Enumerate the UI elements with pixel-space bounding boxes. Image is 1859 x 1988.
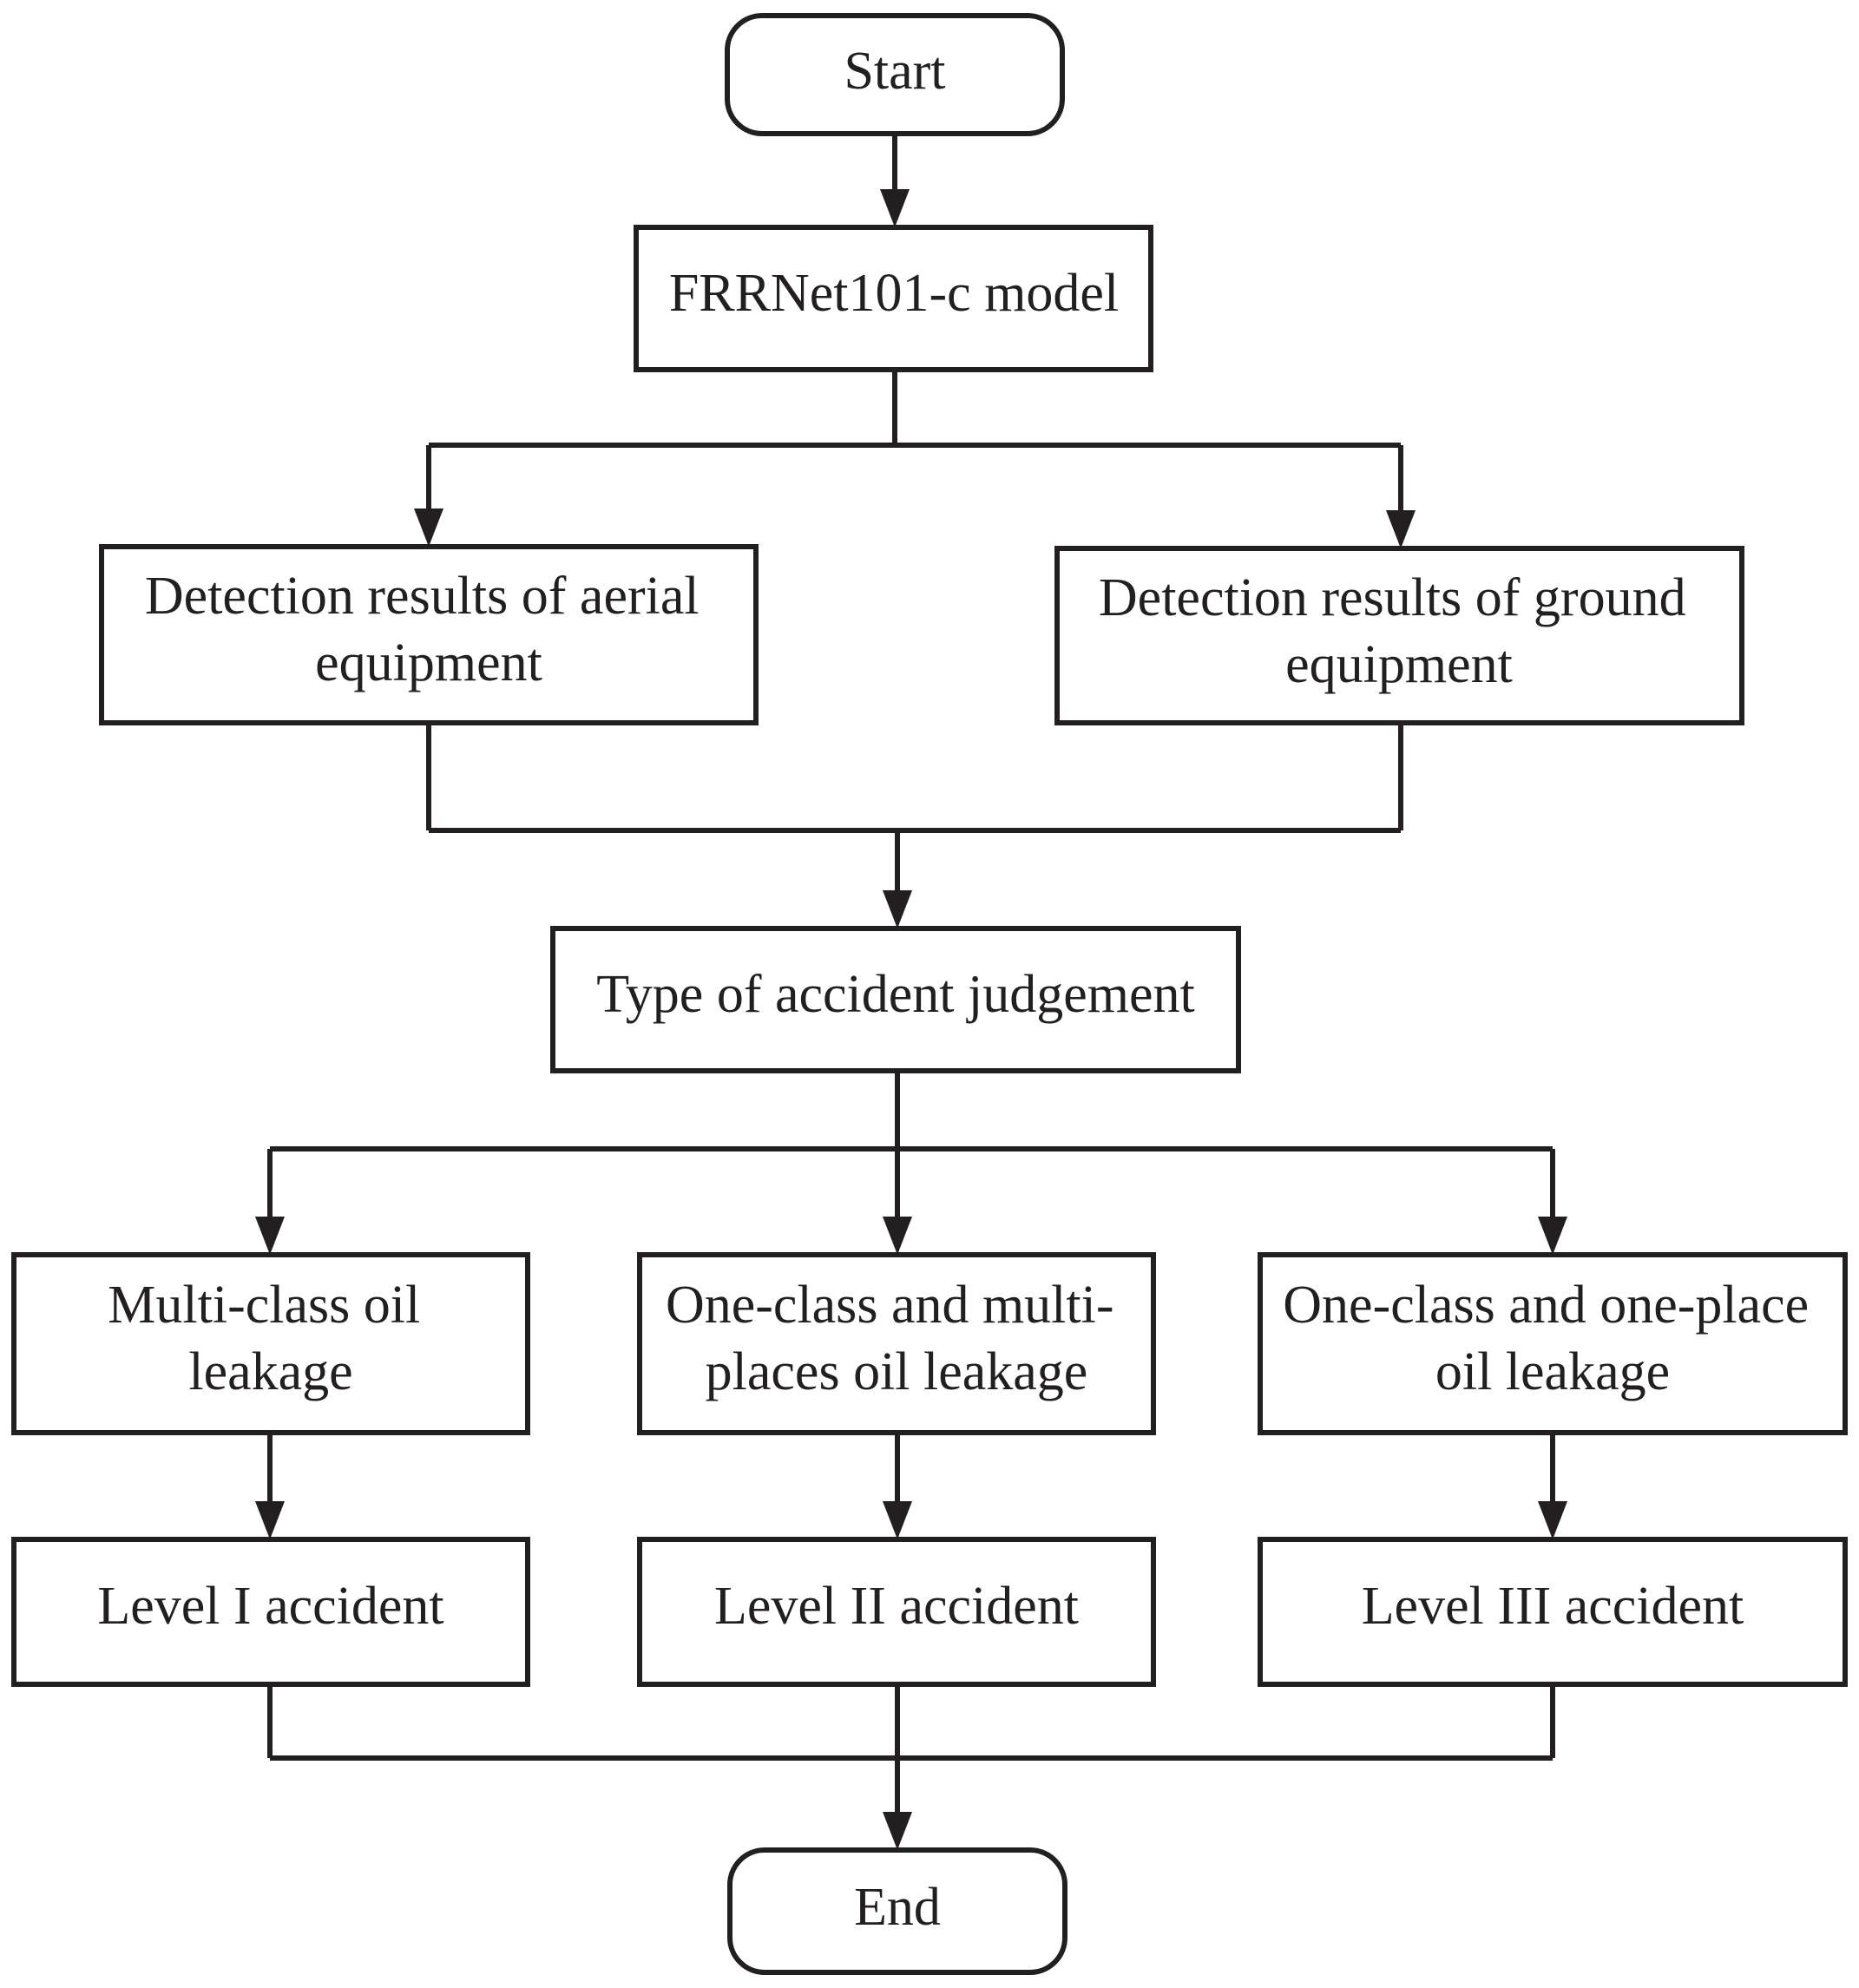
arrowhead-level2: [883, 1501, 912, 1539]
svg-text:Level I accident: Level I accident: [97, 1577, 443, 1636]
svg-text:One-class and multi- pla: One-class and multi- places oil leakage: [666, 1276, 1127, 1401]
arrowhead-level3: [1538, 1501, 1567, 1539]
aerial-detection-line-1: Detection results of aerial: [145, 567, 700, 626]
ground-detection-node: Detection results of ground equipment: [1054, 546, 1744, 725]
one-class-one-place-line-2: oil leakage: [1435, 1342, 1670, 1401]
edge-detections-merge: [426, 723, 1403, 899]
ground-detection-line-1: Detection results of ground: [1099, 568, 1686, 627]
judgement-node: Type of accident judgement: [550, 926, 1241, 1073]
svg-text:End: End: [854, 1878, 941, 1937]
edge-model-split: [426, 370, 1403, 519]
aerial-detection-line-2: equipment: [315, 633, 542, 692]
judgement-node-label: Type of accident judgement: [596, 965, 1194, 1024]
start-node-label: Start: [844, 42, 945, 101]
one-class-one-place-line-1: One-class and one-place: [1283, 1276, 1809, 1335]
ground-detection-line-2: equipment: [1285, 635, 1513, 694]
svg-text:FRRNet101-c model: FRRNet101-c model: [669, 264, 1119, 323]
one-class-multi-places-line-2: places oil leakage: [706, 1342, 1088, 1401]
edge-levels-merge: [267, 1684, 1555, 1821]
arrowhead-one-class-one: [1538, 1217, 1567, 1255]
level-3-label: Level III accident: [1362, 1577, 1744, 1636]
multi-class-leakage-line-1: Multi-class oil: [108, 1276, 420, 1335]
aerial-detection-node: Detection results of aerial equipment: [99, 544, 759, 725]
model-node: FRRNet101-c model: [634, 225, 1153, 372]
multi-class-leakage-line-2: leakage: [188, 1342, 352, 1401]
edge-leakage-to-levels: [267, 1433, 1555, 1510]
level-2-label: Level II accident: [714, 1577, 1079, 1636]
arrowhead-multi-class: [255, 1217, 285, 1255]
arrowhead-level1: [255, 1501, 285, 1539]
model-node-label: FRRNet101-c model: [669, 264, 1119, 323]
level-1-node: Level I accident: [11, 1537, 530, 1687]
svg-text:Start: Start: [844, 42, 945, 101]
level-2-node: Level II accident: [637, 1537, 1156, 1687]
arrowhead-one-class-multi: [883, 1217, 912, 1255]
svg-text:Detection results of ground: Detection results of ground equipment: [1099, 568, 1699, 694]
svg-text:Level II accident: Level II accident: [714, 1577, 1079, 1636]
edge-judgement-split: [267, 1071, 1555, 1232]
level-3-node: Level III accident: [1258, 1537, 1848, 1687]
one-class-multi-places-line-1: One-class and multi-: [666, 1276, 1114, 1335]
svg-text:Type of accident judgement: Type of accident judgement: [596, 965, 1194, 1024]
arrowhead-ground: [1386, 510, 1416, 548]
arrowhead-model: [880, 189, 910, 227]
svg-text:Multi-class oil leakage: Multi-class oil leakage: [108, 1276, 433, 1401]
end-node-label: End: [854, 1878, 941, 1937]
svg-text:One-class and one-place: One-class and one-place oil leakage: [1283, 1276, 1822, 1401]
level-1-label: Level I accident: [97, 1577, 443, 1636]
svg-text:Detection results of aerial: Detection results of aerial equipment: [145, 567, 713, 692]
one-class-multi-places-node: One-class and multi- places oil leakage: [637, 1252, 1156, 1435]
start-node: Start: [725, 13, 1065, 136]
connectors: [255, 134, 1567, 1850]
end-node: End: [727, 1847, 1067, 1975]
svg-text:Level III accident: Level III accident: [1362, 1577, 1744, 1636]
arrowhead-aerial: [414, 508, 443, 547]
arrowhead-end: [883, 1812, 912, 1850]
arrowhead-judgement: [883, 890, 912, 928]
one-class-one-place-node: One-class and one-place oil leakage: [1258, 1252, 1848, 1435]
multi-class-leakage-node: Multi-class oil leakage: [11, 1252, 530, 1435]
